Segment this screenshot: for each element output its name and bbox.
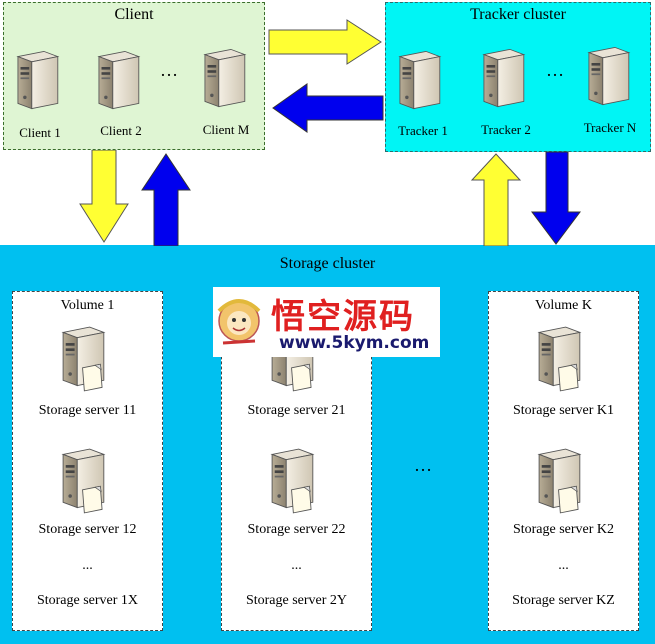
storage-11-server-icon bbox=[56, 318, 118, 400]
storage-server-2y-label: Storage server 2Y bbox=[245, 593, 348, 608]
tracker-storage-arrows bbox=[470, 151, 581, 246]
storage-server-kz-label: Storage server KZ bbox=[512, 593, 615, 608]
storage-server-11-label: Storage server 11 bbox=[38, 403, 137, 418]
tracker-1-label: Tracker 1 bbox=[398, 123, 448, 138]
storage-to-tracker-arrow bbox=[470, 153, 522, 246]
tracker-2-server-icon bbox=[477, 38, 529, 118]
tracker-2-label: Tracker 2 bbox=[481, 122, 531, 137]
tracker-cluster-title: Tracker cluster bbox=[470, 6, 566, 23]
client-2-label: Client 2 bbox=[100, 123, 142, 138]
watermark-text: 悟空源码 bbox=[271, 297, 415, 337]
watermark: 悟空源码 www.5kym.com bbox=[213, 287, 440, 357]
client-1-label: Client 1 bbox=[19, 125, 61, 140]
tracker-1-server-icon bbox=[393, 40, 445, 120]
volumes-ellipsis: … bbox=[414, 455, 434, 475]
tracker-n-label: Tracker N bbox=[583, 120, 637, 135]
storage-22-server-icon bbox=[265, 440, 327, 522]
tracker-to-client-arrow bbox=[272, 83, 384, 133]
client-title: Client bbox=[114, 6, 154, 23]
storage-server-k1-label: Storage server K1 bbox=[512, 403, 615, 418]
storage-to-client-arrow bbox=[141, 153, 191, 246]
storage-cluster-title: Storage cluster bbox=[279, 255, 376, 272]
client-storage-arrows bbox=[79, 150, 191, 246]
tracker-n-server-icon bbox=[582, 36, 634, 116]
client-ellipsis: … bbox=[160, 60, 180, 80]
storage-server-21-label: Storage server 21 bbox=[247, 403, 346, 418]
monkey-logo-icon bbox=[217, 299, 261, 345]
volume-1-title: Volume 1 bbox=[60, 298, 115, 313]
volume-1-ellipsis: ... bbox=[82, 558, 93, 573]
watermark-url: www.5kym.com bbox=[279, 333, 430, 353]
storage-12-server-icon bbox=[56, 440, 118, 522]
volume-k-title: Volume K bbox=[535, 298, 592, 313]
client-tracker-arrows bbox=[268, 19, 384, 133]
client-1-server-icon bbox=[11, 40, 63, 120]
storage-server-12-label: Storage server 12 bbox=[38, 522, 137, 537]
storage-server-22-label: Storage server 22 bbox=[247, 522, 346, 537]
volume-2-ellipsis: ... bbox=[291, 558, 302, 573]
tracker-ellipsis: … bbox=[546, 60, 566, 80]
client-2-server-icon bbox=[92, 40, 144, 120]
client-to-storage-arrow bbox=[79, 150, 129, 243]
client-m-label: Client M bbox=[202, 122, 250, 137]
storage-server-k2-label: Storage server K2 bbox=[512, 522, 615, 537]
storage-server-1x-label: Storage server 1X bbox=[36, 593, 139, 608]
tracker-to-storage-arrow bbox=[531, 151, 581, 245]
storage-k2-server-icon bbox=[532, 440, 594, 522]
storage-k1-server-icon bbox=[532, 318, 594, 400]
client-to-tracker-arrow bbox=[268, 19, 382, 65]
volume-k-ellipsis: ... bbox=[558, 558, 569, 573]
client-m-server-icon bbox=[198, 38, 250, 118]
